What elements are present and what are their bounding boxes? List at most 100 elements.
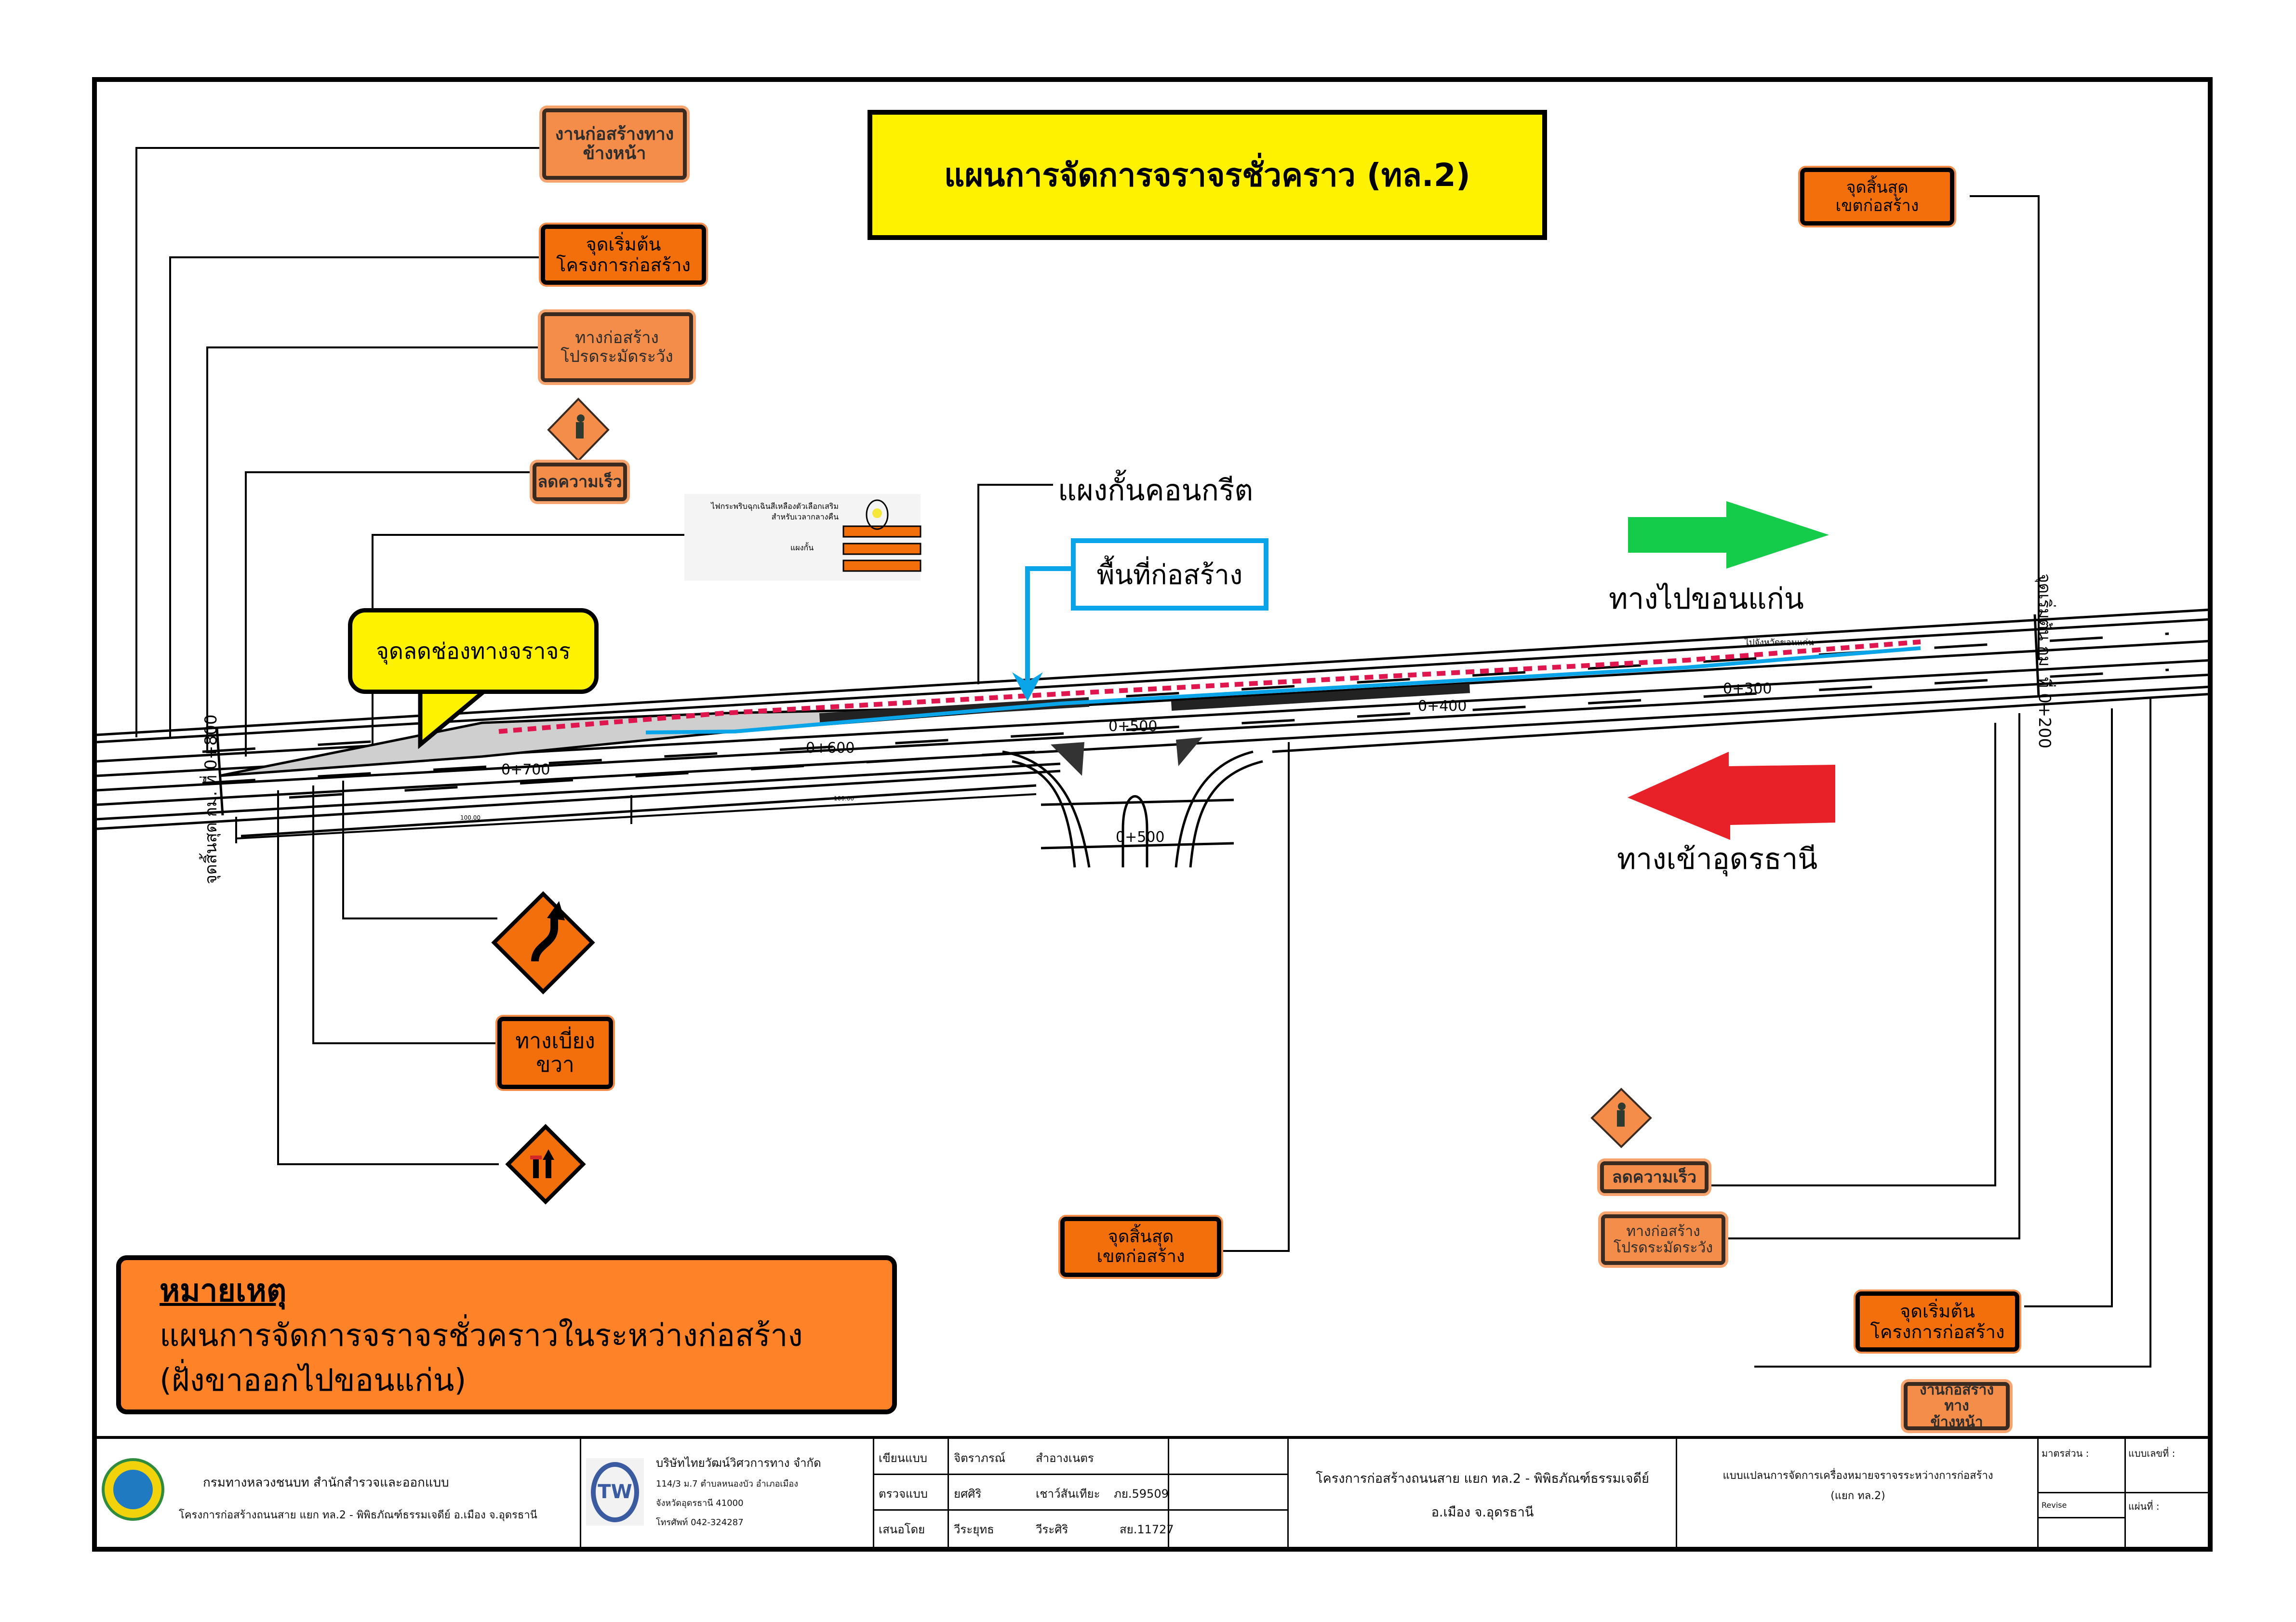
worker-sign-right xyxy=(1590,1088,1652,1148)
station-label: 0+700 xyxy=(501,761,550,778)
end-station-label: จุดสิ้นสุด กม. ที่ 0+800 xyxy=(201,714,221,884)
leader-line xyxy=(169,256,541,737)
station-label: 0+500 xyxy=(1116,829,1165,846)
dimension-label: 100.00 xyxy=(460,814,481,821)
leader-line xyxy=(977,484,1053,684)
station-label: 0+600 xyxy=(806,740,855,757)
worker-sign-left xyxy=(547,398,610,462)
agency-line-2: โครงการก่อสร้างถนนสาย แยก ทล.2 - พิพิธภั… xyxy=(179,1509,537,1521)
tw-logo-icon: TW xyxy=(591,1462,639,1522)
role-label: เสนอโดย xyxy=(879,1523,925,1536)
agency-logo xyxy=(102,1458,164,1521)
leader-line xyxy=(1970,195,2040,660)
role-first-name: จิตราภรณ์ xyxy=(954,1451,1005,1465)
role-last-name: เชาว์สันเทียะ xyxy=(1036,1487,1100,1501)
sign-work-ahead-left: งานก่อสร้างทาง ข้างหน้า xyxy=(542,108,687,180)
sign-text: เขตก่อสร้าง xyxy=(1096,1246,1185,1266)
start-station-label: จุดเริ่มต้น กม. ที่ 0+200 xyxy=(2035,573,2054,749)
road-text-khon-kaen: ไปจังหวัดขอนแก่น xyxy=(1745,638,1814,648)
page-title: แผนการจัดการจราจรชั่วคราว (ทล.2) xyxy=(868,110,1547,240)
sign-text: เขตก่อสร้าง xyxy=(1835,196,1919,215)
sign-text: โครงการก่อสร้าง xyxy=(556,254,691,276)
role-last-name: วีระศิริ xyxy=(1036,1523,1068,1536)
dimension-lines xyxy=(235,793,1037,843)
leader-line xyxy=(342,781,497,919)
sign-text: จุดเริ่มต้น xyxy=(586,233,661,255)
sign-text: ขวา xyxy=(536,1052,574,1077)
drawing-title-1: แบบแปลนการจัดการเครื่องหมายจราจรระหว่างก… xyxy=(1722,1470,1993,1482)
station-label: 0+300 xyxy=(1723,680,1772,697)
start-station-line xyxy=(2033,614,2040,697)
sign-text: ทางก่อสร้าง xyxy=(575,328,659,348)
direction-khon-kaen: ทางไปขอนแก่น xyxy=(1609,582,1804,616)
sign-text: จุดสิ้นสุด xyxy=(1108,1227,1174,1247)
leader-line xyxy=(277,790,499,1165)
note-box: หมายเหตุ แผนการจัดการจราจรชั่วคราวในระหว… xyxy=(116,1255,897,1414)
drawing-title-2: (แยก ทล.2) xyxy=(1830,1490,1885,1502)
leader-line xyxy=(245,471,533,757)
arrow-left-red-icon xyxy=(1628,752,1835,840)
construction-area-label: พื้นที่ก่อสร้าง xyxy=(1071,538,1268,611)
lane-reduction-callout: จุดลดช่องทางจราจร xyxy=(348,608,599,694)
sign-text: โครงการก่อสร้าง xyxy=(1870,1321,2005,1343)
role-license: สย.11727 xyxy=(1120,1523,1174,1536)
pointer-arrowhead-icon xyxy=(1012,672,1043,701)
note-line: (ฝั่งขาออกไปขอนแก่น) xyxy=(160,1362,467,1398)
role-first-name: ยศศิริ xyxy=(954,1487,982,1501)
station-label: 0+400 xyxy=(1418,698,1467,715)
lamp-note-line: ไฟกระพริบฉุกเฉินสีเหลืองตัวเลือกเสริม xyxy=(711,502,839,511)
sign-text: โปรดระมัดระวัง xyxy=(1614,1239,1713,1256)
sign-caution-right: ทางก่อสร้าง โปรดระมัดระวัง xyxy=(1601,1214,1725,1265)
sign-end-zone-middle: จุดสิ้นสุด เขตก่อสร้าง xyxy=(1060,1217,1221,1277)
company-address-1: 114/3 ม.7 ตำบลหนองบัว อำเภอเมือง xyxy=(656,1479,798,1489)
side-road xyxy=(1002,750,1263,868)
company-logo: TW xyxy=(586,1458,644,1526)
sign-text: ทางเบี่ยง xyxy=(515,1028,595,1053)
sheet-border xyxy=(92,77,2213,1552)
end-station-line xyxy=(215,727,224,816)
barricade-label: แผงกั้น xyxy=(790,543,814,552)
sign-text: ทางก่อสร้าง xyxy=(1626,1223,1700,1240)
left-leader-lines xyxy=(135,147,2151,1368)
note-line: แผนการจัดการจราจรชั่วคราวในระหว่างก่อสร้… xyxy=(160,1317,803,1354)
leader-line xyxy=(1221,742,1290,1252)
reverse-curve-sign xyxy=(491,891,595,995)
leader-line xyxy=(312,785,495,1044)
agency-line-1: กรมทางหลวงชนบท สำนักสำรวจและออกแบบ xyxy=(203,1476,449,1490)
role-label: ตรวจแบบ xyxy=(879,1487,928,1501)
sign-project-start-right: จุดเริ่มต้น โครงการก่อสร้าง xyxy=(1855,1291,2019,1352)
construction-zone-line xyxy=(645,646,1921,734)
concrete-barrier-label: แผงกั้นคอนกรีต xyxy=(1058,474,1254,507)
sign-end-zone-top-right: จุดสิ้นสุด เขตก่อสร้าง xyxy=(1800,168,1954,226)
sign-text: ข้างหน้า xyxy=(583,144,646,163)
barricade-legend xyxy=(684,494,921,581)
company-phone: โทรศัพท์ 042-324287 xyxy=(656,1517,744,1528)
sign-text: งานก่อสร้างทาง xyxy=(555,124,674,144)
arrow-right-green-icon xyxy=(1628,501,1829,569)
station-label: 0+500 xyxy=(1108,718,1158,735)
company-name: บริษัทไทยวัฒน์วิศวการทาง จำกัด xyxy=(656,1456,821,1470)
sign-slow-down-left: ลดความเร็ว xyxy=(533,463,627,501)
scale-label: มาตรส่วน : xyxy=(2042,1448,2089,1459)
lamp-note-line: สำหรับเวลากลางคืน xyxy=(771,512,839,522)
sign-text: งานก่อสร้างทาง xyxy=(1919,1381,1994,1415)
drawing-number-label: แบบเลขที่ : xyxy=(2128,1448,2176,1459)
traffic-island xyxy=(1176,737,1202,766)
leader-line xyxy=(1754,699,2151,1368)
sign-project-start-left: จุดเริ่มต้น โครงการก่อสร้าง xyxy=(541,225,706,285)
sign-detour-right: ทางเบี่ยง ขวา xyxy=(497,1017,613,1089)
temporary-barrier-line xyxy=(498,639,1921,734)
leader-line xyxy=(206,346,541,752)
role-last-name: สำอางเนตร xyxy=(1036,1451,1094,1465)
concrete-barrier-block xyxy=(1171,683,1470,711)
project-line-2: อ.เมือง จ.อุดรธานี xyxy=(1431,1505,1534,1520)
sign-work-ahead-right: งานก่อสร้างทาง ข้างหน้า xyxy=(1904,1382,2010,1430)
sign-text: โปรดระมัดระวัง xyxy=(561,346,673,366)
note-heading: หมายเหตุ xyxy=(160,1273,287,1309)
sign-slow-down-right: ลดความเร็ว xyxy=(1600,1161,1709,1193)
direction-udon-thani: ทางเข้าอุดรธานี xyxy=(1617,842,1818,876)
sign-text: จุดเริ่มต้น xyxy=(1899,1300,1976,1322)
role-first-name: วีระยุทธ xyxy=(954,1523,994,1536)
lane-ends-sign xyxy=(505,1124,586,1205)
